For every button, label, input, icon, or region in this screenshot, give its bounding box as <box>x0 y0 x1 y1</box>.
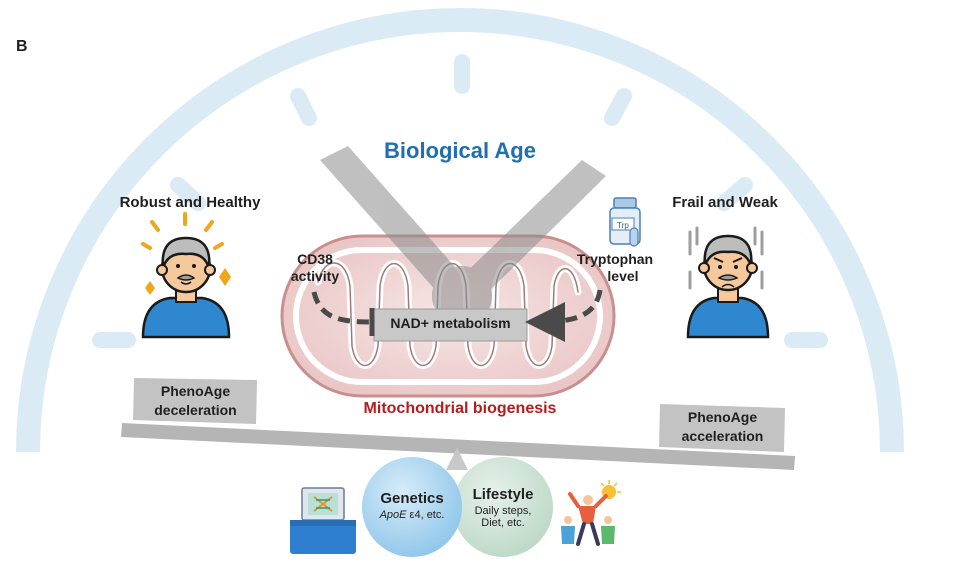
pheno-left-line2: deceleration <box>154 402 237 418</box>
pheno-deceleration-box <box>133 378 257 424</box>
genetics-title: Genetics <box>380 490 444 507</box>
bottle-label: Trp <box>617 221 629 230</box>
panel-label: B <box>16 38 28 55</box>
tryptophan-line2: level <box>607 268 639 284</box>
frail-weak-person-icon <box>686 226 770 339</box>
seesaw-fulcrum <box>446 448 468 470</box>
right-person-label: Frail and Weak <box>672 194 778 211</box>
cd38-inhibition-arrow <box>311 291 371 325</box>
lifestyle-circle <box>453 457 553 557</box>
pheno-acceleration-label: PhenoAge acceleration <box>660 408 785 446</box>
lifestyle-title: Lifestyle <box>472 486 534 503</box>
genetics-rest: ε4, etc. <box>406 509 445 521</box>
diagram-title: Biological Age <box>384 138 536 163</box>
left-person-label: Robust and Healthy <box>119 194 261 211</box>
pheno-left-line1: PhenoAge <box>160 383 231 399</box>
mitochondrial-biogenesis-label: Mitochondrial biogenesis <box>363 400 557 417</box>
lifestyle-label: Lifestyle Daily steps, Diet, etc. <box>453 486 553 529</box>
tryptophan-label: Tryptophan level <box>560 251 670 285</box>
cd38-line1: CD38 <box>297 251 333 267</box>
robust-healthy-person-icon <box>141 212 231 339</box>
pheno-deceleration-label: PhenoAge deceleration <box>134 382 257 420</box>
dna-sequencer-icon <box>290 487 356 554</box>
cd38-label: CD38 activity <box>270 251 360 285</box>
genetics-detail: ApoE ε4, etc. <box>362 509 462 521</box>
genetics-circle <box>362 457 462 557</box>
gauge-ticks <box>92 54 828 348</box>
cd38-line2: activity <box>290 268 340 284</box>
nad-metabolism-label: NAD+ metabolism <box>390 315 511 331</box>
exercise-people-icon <box>561 480 621 546</box>
lifestyle-line1: Daily steps, <box>474 505 532 517</box>
tryptophan-line1: Tryptophan <box>576 251 654 267</box>
tryptophan-arrow <box>525 289 603 342</box>
supplement-bottle-icon <box>609 197 641 247</box>
pheno-right-line2: acceleration <box>681 428 764 444</box>
seesaw-plank <box>121 423 795 470</box>
apoe-gene: ApoE <box>379 509 407 521</box>
pheno-right-line1: PhenoAge <box>687 409 758 425</box>
pheno-acceleration-box <box>659 404 785 452</box>
genetics-label: Genetics ApoE ε4, etc. <box>362 490 462 521</box>
gauge-arc <box>16 8 904 453</box>
lifestyle-line2: Diet, etc. <box>481 517 525 529</box>
